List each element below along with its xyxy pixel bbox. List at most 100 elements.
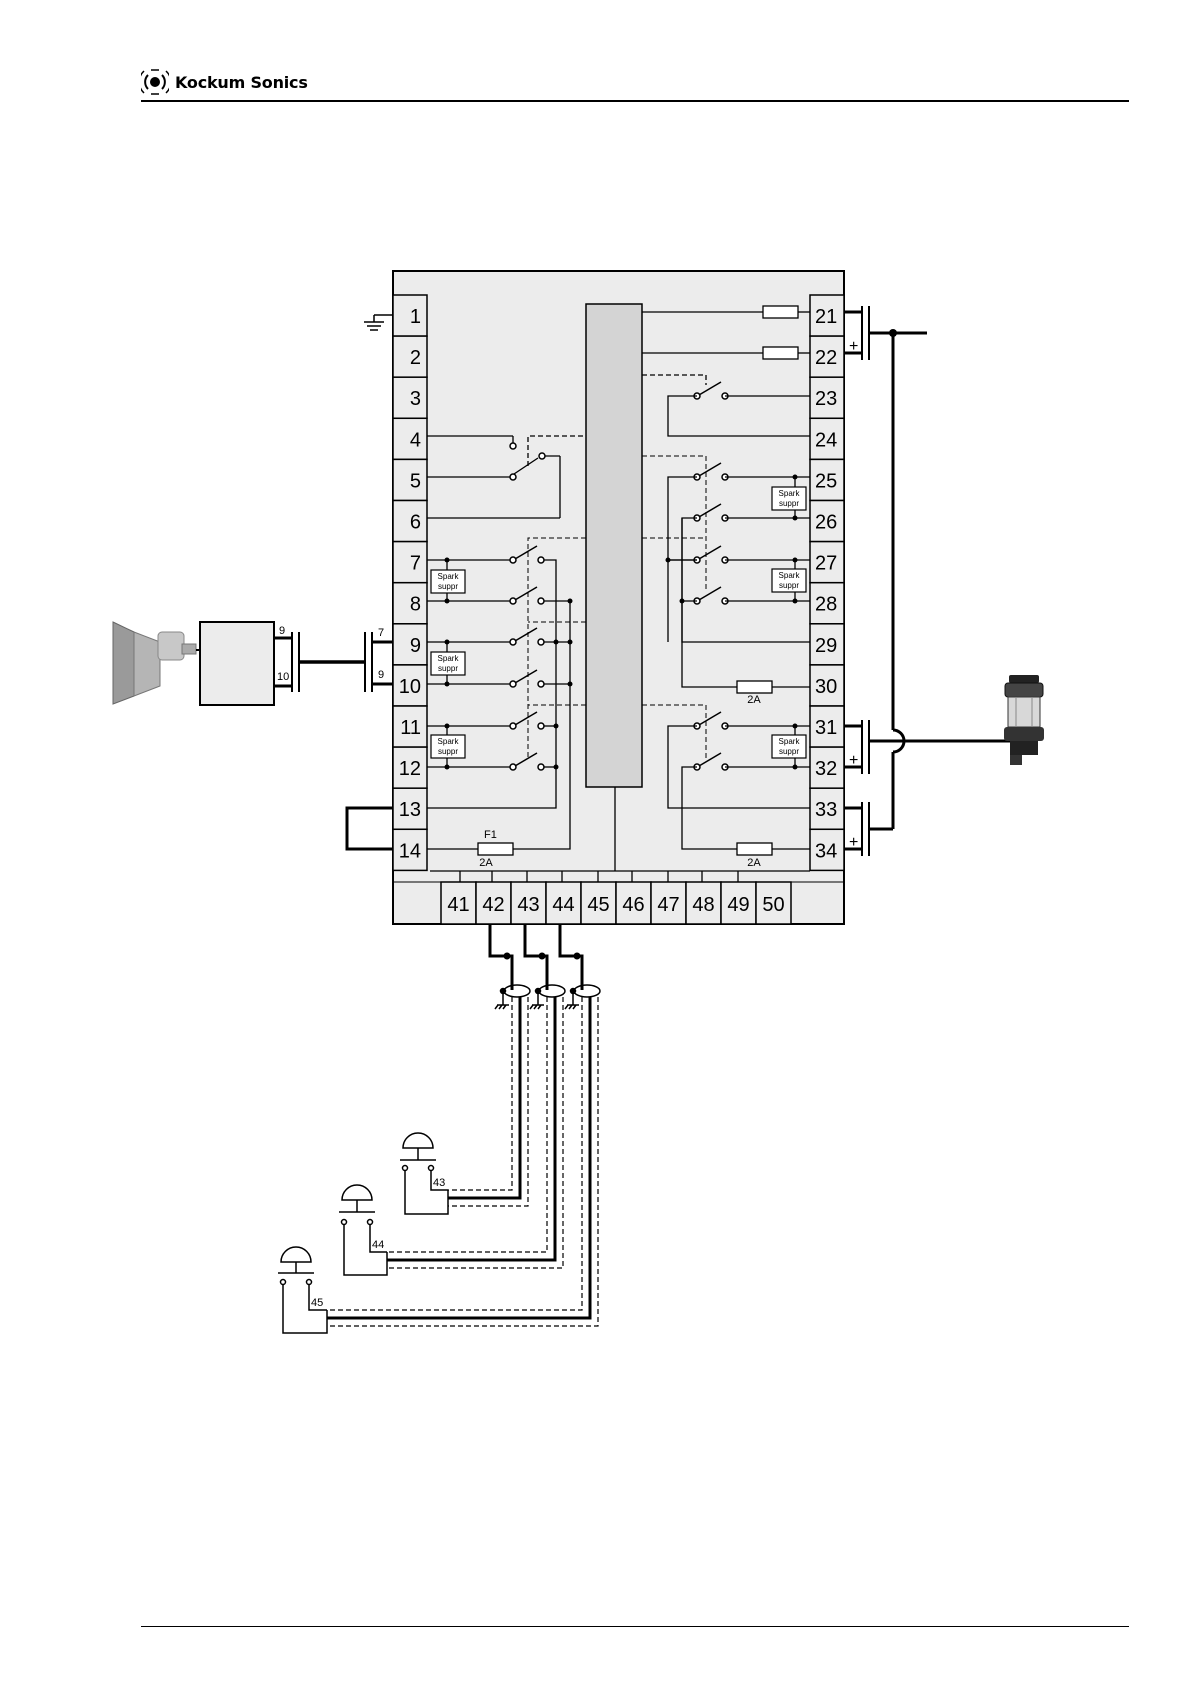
svg-text:44: 44 [372, 1239, 384, 1251]
right-terminal-strip: 21 22 232425 26 27 28 29 30 31 32 33 34 [810, 295, 844, 870]
svg-text:1: 1 [410, 306, 421, 328]
terminal-44: 44 [546, 882, 581, 924]
svg-text:4: 4 [410, 429, 421, 451]
terminal-30: 30 [810, 665, 844, 706]
terminal-25: 25 [810, 459, 844, 500]
footer-rule [141, 1626, 1129, 1627]
svg-text:+: + [849, 338, 858, 355]
svg-text:Spark: Spark [779, 489, 801, 498]
svg-text:31: 31 [815, 717, 837, 739]
svg-text:10: 10 [399, 676, 421, 698]
svg-text:Spark: Spark [438, 572, 460, 581]
terminal-7: 7 [393, 542, 427, 583]
amp-connection [274, 632, 393, 692]
svg-text:9: 9 [378, 669, 384, 681]
push-button-icon [339, 1185, 387, 1275]
svg-text:5: 5 [410, 470, 421, 492]
svg-text:Spark: Spark [779, 571, 801, 580]
terminal-34: 34 [810, 829, 844, 870]
terminal-21: 21 [810, 295, 844, 336]
svg-text:21: 21 [815, 306, 837, 328]
terminal-49: 49 [721, 882, 756, 924]
svg-text:42: 42 [482, 894, 504, 916]
svg-text:28: 28 [815, 594, 837, 616]
svg-text:43: 43 [517, 894, 539, 916]
terminal-47: 47 [651, 882, 686, 924]
cable-45 [327, 997, 598, 1326]
terminal-28: 28 [810, 583, 844, 624]
terminal-23: 23 [810, 377, 844, 418]
svg-text:12: 12 [399, 758, 421, 780]
terminal-50: 50 [756, 882, 791, 924]
svg-text:3: 3 [410, 388, 421, 410]
svg-text:suppr: suppr [438, 664, 458, 673]
terminal-14: 14 [393, 829, 427, 870]
spark-suppressor-7-8: Spark suppr [431, 570, 465, 593]
svg-text:32: 32 [815, 758, 837, 780]
svg-text:47: 47 [657, 894, 679, 916]
cable-44 [387, 997, 563, 1268]
terminal-11: 11 [393, 706, 427, 747]
svg-text:+: + [849, 752, 858, 769]
terminal-4: 4 [393, 418, 427, 459]
spark-suppressor-31-32: Spark suppr [772, 735, 806, 758]
svg-text:27: 27 [815, 553, 837, 575]
terminal-41: 41 [441, 882, 476, 924]
terminal-1: 1 [393, 295, 427, 336]
terminal-3: 3 [393, 377, 427, 418]
svg-text:F1: F1 [484, 829, 497, 841]
controller-block [586, 304, 642, 787]
beacon-lamp-icon [1004, 675, 1044, 765]
svg-text:22: 22 [815, 347, 837, 369]
svg-text:41: 41 [447, 894, 469, 916]
svg-text:43: 43 [433, 1177, 445, 1189]
terminal-22: 22 [810, 336, 844, 377]
terminal-12: 12 [393, 747, 427, 788]
push-button-icon [400, 1133, 448, 1214]
svg-text:46: 46 [622, 894, 644, 916]
terminal-27: 27 [810, 542, 844, 583]
terminal-5: 5 [393, 459, 427, 500]
terminal-24: 24 [810, 418, 844, 459]
svg-text:33: 33 [815, 799, 837, 821]
svg-text:2A: 2A [747, 857, 761, 869]
svg-text:10: 10 [277, 671, 289, 683]
horn-speaker-icon [113, 622, 196, 704]
terminal-48: 48 [686, 882, 721, 924]
svg-text:14: 14 [399, 840, 421, 862]
svg-text:Spark: Spark [438, 654, 460, 663]
link-13-14 [347, 808, 393, 849]
svg-text:7: 7 [410, 553, 421, 575]
svg-text:6: 6 [410, 512, 421, 534]
svg-text:Spark: Spark [438, 737, 460, 746]
svg-text:26: 26 [815, 512, 837, 534]
terminal-13: 13 [393, 788, 427, 829]
svg-text:2: 2 [410, 347, 421, 369]
svg-text:44: 44 [552, 894, 574, 916]
svg-text:9: 9 [410, 635, 421, 657]
svg-text:+: + [849, 834, 858, 851]
spark-suppressor-25-26: Spark suppr [772, 487, 806, 510]
svg-text:45: 45 [587, 894, 609, 916]
svg-text:45: 45 [311, 1297, 323, 1309]
svg-text:suppr: suppr [779, 499, 799, 508]
fuse-f1 [478, 843, 513, 855]
svg-text:29: 29 [815, 635, 837, 657]
svg-text:34: 34 [815, 840, 837, 862]
svg-text:11: 11 [400, 717, 421, 739]
terminal-31: 31 [810, 706, 844, 747]
svg-text:Spark: Spark [779, 737, 801, 746]
svg-text:9: 9 [279, 625, 285, 637]
ground-icon [364, 315, 393, 330]
terminal-42: 42 [476, 882, 511, 924]
svg-text:suppr: suppr [438, 582, 458, 591]
terminal-26: 26 [810, 501, 844, 542]
svg-text:13: 13 [399, 799, 421, 821]
terminal-43: 43 [511, 882, 546, 924]
svg-text:2A: 2A [479, 857, 493, 869]
power-supply-wiring [844, 306, 1010, 856]
svg-text:suppr: suppr [779, 581, 799, 590]
